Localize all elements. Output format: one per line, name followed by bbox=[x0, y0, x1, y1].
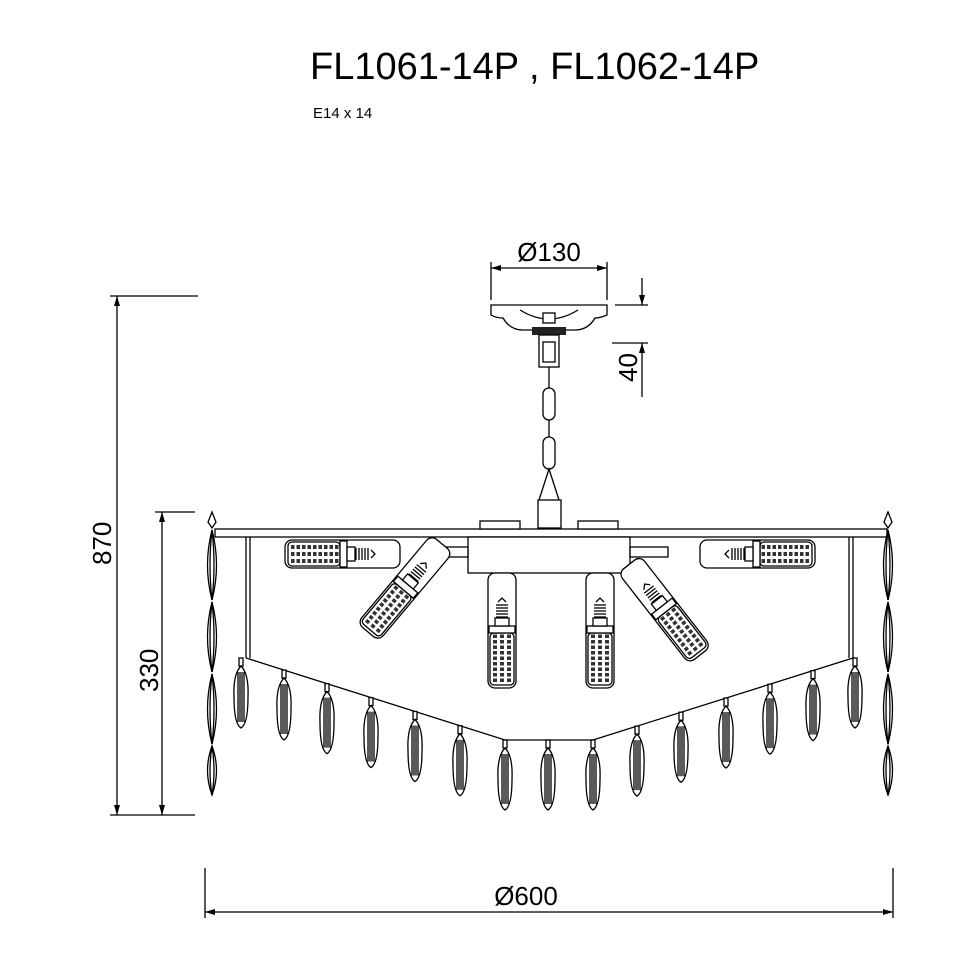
crystal-fringe bbox=[206, 510, 894, 811]
suspension-chain bbox=[537, 367, 562, 529]
body-height-dimension: 330 bbox=[134, 511, 195, 815]
crystal-drop bbox=[363, 696, 379, 769]
crystal-drop bbox=[805, 669, 821, 742]
crystal-drop bbox=[540, 739, 556, 811]
bulb bbox=[699, 539, 816, 569]
crystal-drop bbox=[407, 710, 423, 783]
bulb bbox=[359, 537, 451, 639]
crystal-drop bbox=[762, 683, 778, 755]
crystal-drop bbox=[497, 739, 513, 811]
frame bbox=[214, 520, 888, 741]
diameter-label: Ø600 bbox=[494, 881, 558, 911]
total-height-label: 870 bbox=[87, 522, 117, 565]
model-title: FL1061-14P , FL1062-14P bbox=[310, 46, 760, 88]
canopy-diameter-dimension: Ø130 bbox=[490, 237, 608, 300]
crystal-drop bbox=[233, 657, 249, 729]
canopy-height-label: 40 bbox=[613, 353, 643, 382]
crystal-drop bbox=[673, 711, 689, 783]
lamp-spec: E14 x 14 bbox=[313, 105, 373, 122]
body-height-label: 330 bbox=[134, 649, 164, 692]
side-crystal-chain bbox=[882, 510, 894, 797]
canopy-height-dimension: 40 bbox=[612, 278, 648, 397]
crystal-drop bbox=[319, 682, 335, 755]
bulbs bbox=[284, 537, 816, 689]
diameter-dimension: Ø600 bbox=[204, 868, 894, 918]
crystal-drop bbox=[847, 657, 863, 729]
crystal-drop bbox=[718, 697, 734, 769]
bulb bbox=[585, 572, 615, 689]
canopy-diameter-label: Ø130 bbox=[517, 237, 581, 267]
crystal-drop bbox=[585, 739, 601, 811]
crystal-drop bbox=[452, 725, 468, 797]
side-crystal-chain bbox=[206, 510, 218, 797]
bulb bbox=[284, 539, 401, 569]
bulb bbox=[620, 557, 709, 662]
crystal-drop bbox=[276, 669, 292, 741]
crystal-drop bbox=[629, 725, 645, 797]
bulb bbox=[487, 572, 517, 689]
ceiling-canopy bbox=[490, 304, 608, 368]
total-height-dimension: 870 bbox=[87, 295, 198, 816]
